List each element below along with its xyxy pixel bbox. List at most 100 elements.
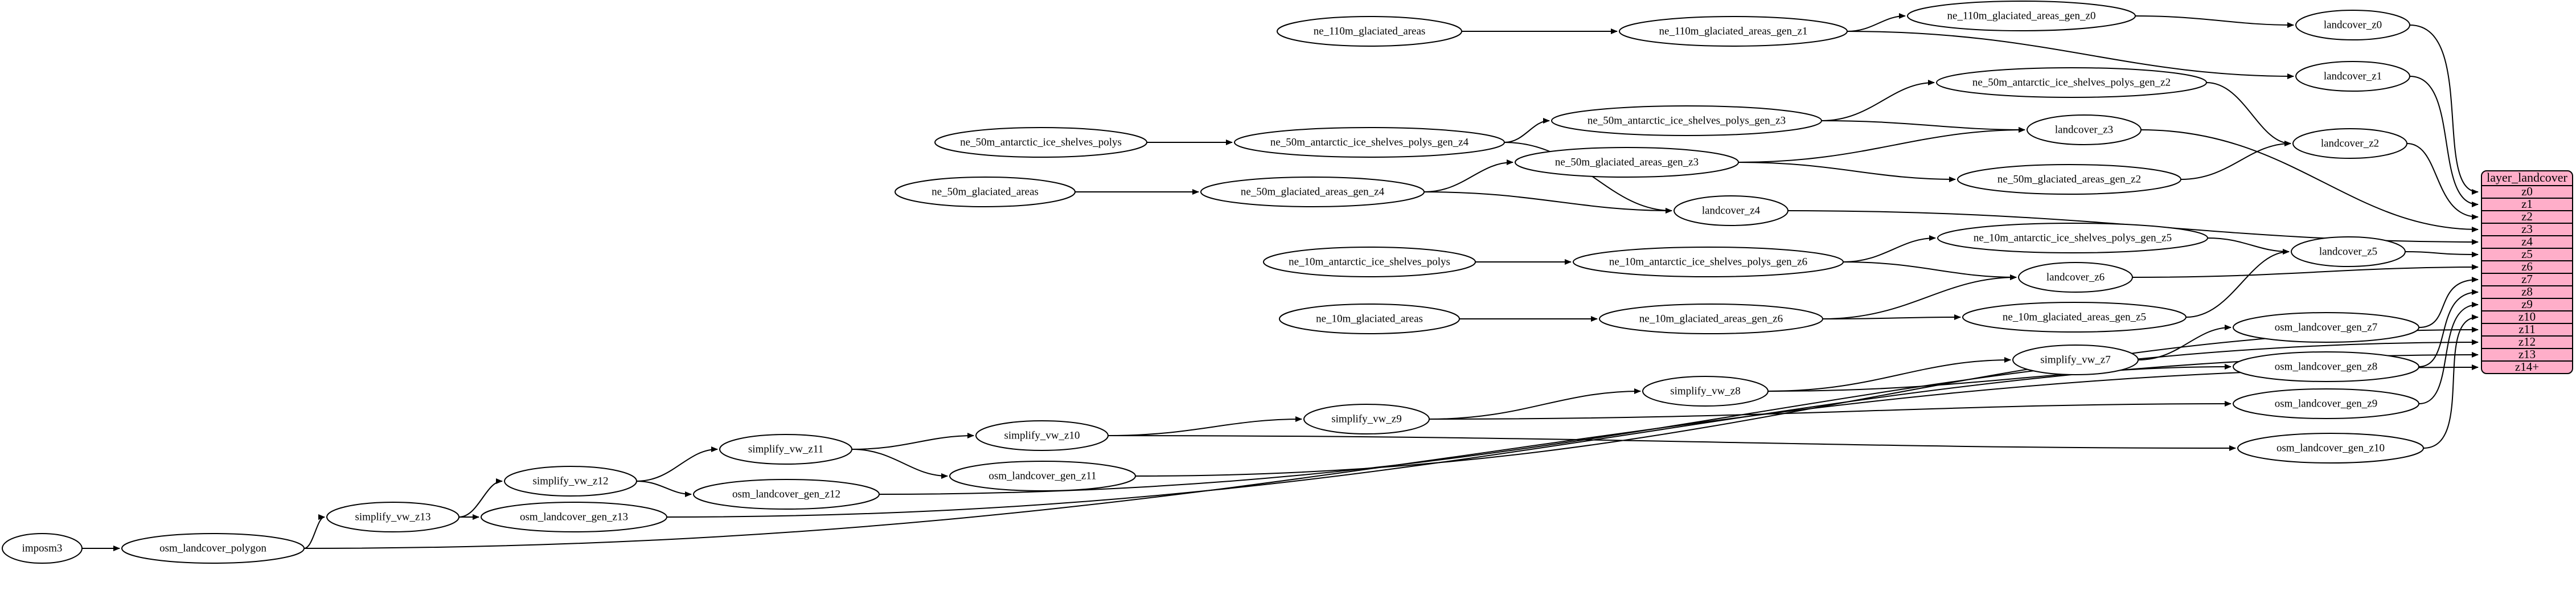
edge-ne_50m_antarctic_ice_shelves_polys_gen_z3--to--ne_50m_antarctic_ice_shelves_polys_gen_z2 bbox=[1821, 80, 1935, 121]
node-simplify_vw_z12[interactable]: simplify_vw_z12 bbox=[504, 466, 637, 497]
node-imposm3[interactable]: imposm3 bbox=[2, 533, 83, 564]
node-osm_landcover_gen_z11[interactable]: osm_landcover_gen_z11 bbox=[949, 461, 1136, 491]
node-ellipse bbox=[719, 434, 852, 465]
table-row-z10[interactable]: z10 bbox=[2518, 310, 2536, 323]
node-label: osm_landcover_gen_z13 bbox=[520, 511, 628, 523]
edge-simplify_vw_z8--to--simplify_vw_z7 bbox=[1767, 357, 2011, 392]
table-row-z12[interactable]: z12 bbox=[2518, 335, 2536, 348]
node-ellipse bbox=[121, 533, 305, 564]
node-landcover_z3[interactable]: landcover_z3 bbox=[2027, 114, 2142, 145]
node-ellipse bbox=[1234, 127, 1505, 158]
node-simplify_vw_z10[interactable]: simplify_vw_z10 bbox=[975, 420, 1109, 451]
edge-simplify_vw_z8--to--osm_landcover_gen_z8 bbox=[1767, 364, 2232, 392]
edge-osm_landcover_gen_z13--to--layer_landcover_z13 bbox=[666, 352, 2479, 518]
node-ellipse bbox=[1263, 247, 1476, 277]
node-landcover_z6[interactable]: landcover_z6 bbox=[2018, 262, 2133, 293]
node-osm_landcover_polygon[interactable]: osm_landcover_polygon bbox=[121, 533, 305, 564]
node-ne_50m_glaciated_areas_gen_z2[interactable]: ne_50m_glaciated_areas_gen_z2 bbox=[1957, 164, 2181, 195]
node-ne_50m_glaciated_areas[interactable]: ne_50m_glaciated_areas bbox=[895, 177, 1076, 207]
edge-osm_landcover_gen_z12--to--layer_landcover_z12 bbox=[879, 339, 2479, 495]
edge-ne_10m_glaciated_areas_gen_z6--to--ne_10m_glaciated_areas_gen_z5 bbox=[1822, 314, 1961, 321]
edge-simplify_vw_z11--to--simplify_vw_z10 bbox=[851, 433, 974, 450]
edge-simplify_vw_z13--to--simplify_vw_z12 bbox=[458, 478, 503, 518]
node-osm_landcover_gen_z10[interactable]: osm_landcover_gen_z10 bbox=[2237, 433, 2424, 464]
node-ne_50m_glaciated_areas_gen_z3[interactable]: ne_50m_glaciated_areas_gen_z3 bbox=[1515, 147, 1739, 178]
node-label: simplify_vw_z8 bbox=[1670, 385, 1741, 397]
edge-ne_50m_glaciated_areas_gen_z4--to--landcover_z4 bbox=[1424, 191, 1672, 214]
edge-simplify_vw_z12--to--osm_landcover_gen_z12 bbox=[636, 481, 692, 497]
node-landcover_z0[interactable]: landcover_z0 bbox=[2295, 10, 2410, 40]
node-landcover_z4[interactable]: landcover_z4 bbox=[1673, 195, 1789, 226]
node-ellipse bbox=[1551, 105, 1822, 136]
node-ne_110m_glaciated_areas_gen_z1[interactable]: ne_110m_glaciated_areas_gen_z1 bbox=[1619, 16, 1848, 47]
table-row-z3[interactable]: z3 bbox=[2521, 222, 2533, 236]
node-ne_50m_antarctic_ice_shelves_polys[interactable]: ne_50m_antarctic_ice_shelves_polys bbox=[934, 127, 1147, 158]
table-row-z0[interactable]: z0 bbox=[2521, 184, 2533, 198]
node-ellipse bbox=[2233, 351, 2419, 382]
node-ne_50m_glaciated_areas_gen_z4[interactable]: ne_50m_glaciated_areas_gen_z4 bbox=[1200, 177, 1425, 207]
node-label: ne_50m_glaciated_areas_gen_z2 bbox=[1997, 173, 2141, 185]
table-row-z7[interactable]: z7 bbox=[2521, 272, 2533, 286]
node-simplify_vw_z13[interactable]: simplify_vw_z13 bbox=[326, 502, 460, 532]
table-row-z4[interactable]: z4 bbox=[2521, 235, 2533, 248]
node-ellipse bbox=[1907, 1, 2136, 31]
node-ellipse bbox=[2, 533, 83, 564]
table-row-z14plus[interactable]: z14+ bbox=[2515, 360, 2539, 374]
node-ne_10m_antarctic_ice_shelves_polys_gen_z6[interactable]: ne_10m_antarctic_ice_shelves_polys_gen_z… bbox=[1573, 247, 1844, 277]
node-osm_landcover_gen_z7[interactable]: osm_landcover_gen_z7 bbox=[2233, 312, 2419, 343]
node-label: ne_50m_glaciated_areas_gen_z4 bbox=[1241, 186, 1385, 198]
node-ne_10m_glaciated_areas_gen_z5[interactable]: ne_10m_glaciated_areas_gen_z5 bbox=[1962, 302, 2187, 333]
edge-ne_50m_glaciated_areas_gen_z3--to--ne_50m_glaciated_areas_gen_z2 bbox=[1738, 162, 1956, 182]
node-osm_landcover_gen_z9[interactable]: osm_landcover_gen_z9 bbox=[2233, 388, 2419, 419]
edge-ne_10m_antarctic_ice_shelves_polys_gen_z6--to--landcover_z6 bbox=[1843, 261, 2017, 280]
node-label: osm_landcover_polygon bbox=[159, 542, 266, 554]
node-ne_110m_glaciated_areas_gen_z0[interactable]: ne_110m_glaciated_areas_gen_z0 bbox=[1907, 1, 2136, 31]
node-label: ne_10m_antarctic_ice_shelves_polys_gen_z… bbox=[1974, 232, 2172, 244]
node-ne_50m_antarctic_ice_shelves_polys_gen_z4[interactable]: ne_50m_antarctic_ice_shelves_polys_gen_z… bbox=[1234, 127, 1505, 158]
node-layer: imposm3 osm_landcover_polygon simplify_vw_… bbox=[2, 1, 2424, 564]
node-label: simplify_vw_z13 bbox=[355, 511, 431, 523]
node-label: osm_landcover_gen_z7 bbox=[2275, 321, 2377, 333]
node-simplify_vw_z7[interactable]: simplify_vw_z7 bbox=[2012, 345, 2139, 375]
node-simplify_vw_z9[interactable]: simplify_vw_z9 bbox=[1303, 404, 1430, 434]
table-row-z1[interactable]: z1 bbox=[2521, 197, 2533, 211]
node-landcover_z1[interactable]: landcover_z1 bbox=[2295, 61, 2410, 92]
table-row-z9[interactable]: z9 bbox=[2521, 297, 2533, 311]
edge-ne_50m_antarctic_ice_shelves_polys_gen_z4--to--ne_50m_antarctic_ice_shelves_polys_gen_z3 bbox=[1504, 118, 1550, 143]
node-label: landcover_z0 bbox=[2324, 19, 2382, 31]
node-label: osm_landcover_gen_z9 bbox=[2275, 397, 2377, 409]
node-ne_10m_antarctic_ice_shelves_polys_gen_z5[interactable]: ne_10m_antarctic_ice_shelves_polys_gen_z… bbox=[1937, 223, 2208, 253]
node-ellipse bbox=[2018, 262, 2133, 293]
node-ne_10m_glaciated_areas_gen_z6[interactable]: ne_10m_glaciated_areas_gen_z6 bbox=[1599, 304, 1823, 334]
node-ellipse bbox=[1515, 147, 1739, 178]
node-osm_landcover_gen_z12[interactable]: osm_landcover_gen_z12 bbox=[693, 479, 880, 510]
node-ne_110m_glaciated_areas[interactable]: ne_110m_glaciated_areas bbox=[1277, 16, 1462, 47]
node-landcover_z2[interactable]: landcover_z2 bbox=[2292, 128, 2407, 159]
node-ellipse bbox=[2012, 345, 2139, 375]
node-ne_50m_antarctic_ice_shelves_polys_gen_z3[interactable]: ne_50m_antarctic_ice_shelves_polys_gen_z… bbox=[1551, 105, 1822, 136]
node-ne_50m_antarctic_ice_shelves_polys_gen_z2[interactable]: ne_50m_antarctic_ice_shelves_polys_gen_z… bbox=[1936, 67, 2207, 98]
table-row-z11[interactable]: z11 bbox=[2518, 322, 2536, 336]
node-landcover_z5[interactable]: landcover_z5 bbox=[2291, 236, 2406, 267]
table-row-z13[interactable]: z13 bbox=[2518, 347, 2536, 361]
node-label: ne_10m_glaciated_areas_gen_z5 bbox=[2003, 311, 2146, 323]
node-label: simplify_vw_z9 bbox=[1331, 413, 1402, 425]
node-osm_landcover_gen_z13[interactable]: osm_landcover_gen_z13 bbox=[481, 502, 667, 532]
node-ellipse bbox=[326, 502, 460, 532]
table-row-z8[interactable]: z8 bbox=[2521, 285, 2533, 298]
table-row-z5[interactable]: z5 bbox=[2521, 247, 2533, 261]
node-ellipse bbox=[1599, 304, 1823, 334]
table-row-z6[interactable]: z6 bbox=[2521, 260, 2533, 273]
node-ellipse bbox=[1619, 16, 1848, 47]
node-simplify_vw_z8[interactable]: simplify_vw_z8 bbox=[1642, 376, 1769, 407]
edge-landcover_z6--to--layer_landcover_z6 bbox=[2132, 264, 2479, 278]
node-simplify_vw_z11[interactable]: simplify_vw_z11 bbox=[719, 434, 852, 465]
node-osm_landcover_gen_z8[interactable]: osm_landcover_gen_z8 bbox=[2233, 351, 2419, 382]
node-label: osm_landcover_gen_z8 bbox=[2275, 360, 2377, 372]
table-row-z2[interactable]: z2 bbox=[2521, 210, 2533, 223]
node-label: simplify_vw_z7 bbox=[2040, 354, 2111, 366]
node-ne_10m_antarctic_ice_shelves_polys[interactable]: ne_10m_antarctic_ice_shelves_polys bbox=[1263, 247, 1476, 277]
node-ne_10m_glaciated_areas[interactable]: ne_10m_glaciated_areas bbox=[1279, 304, 1460, 334]
edge-osm_landcover_gen_z10--to--layer_landcover_z10 bbox=[2423, 314, 2479, 449]
